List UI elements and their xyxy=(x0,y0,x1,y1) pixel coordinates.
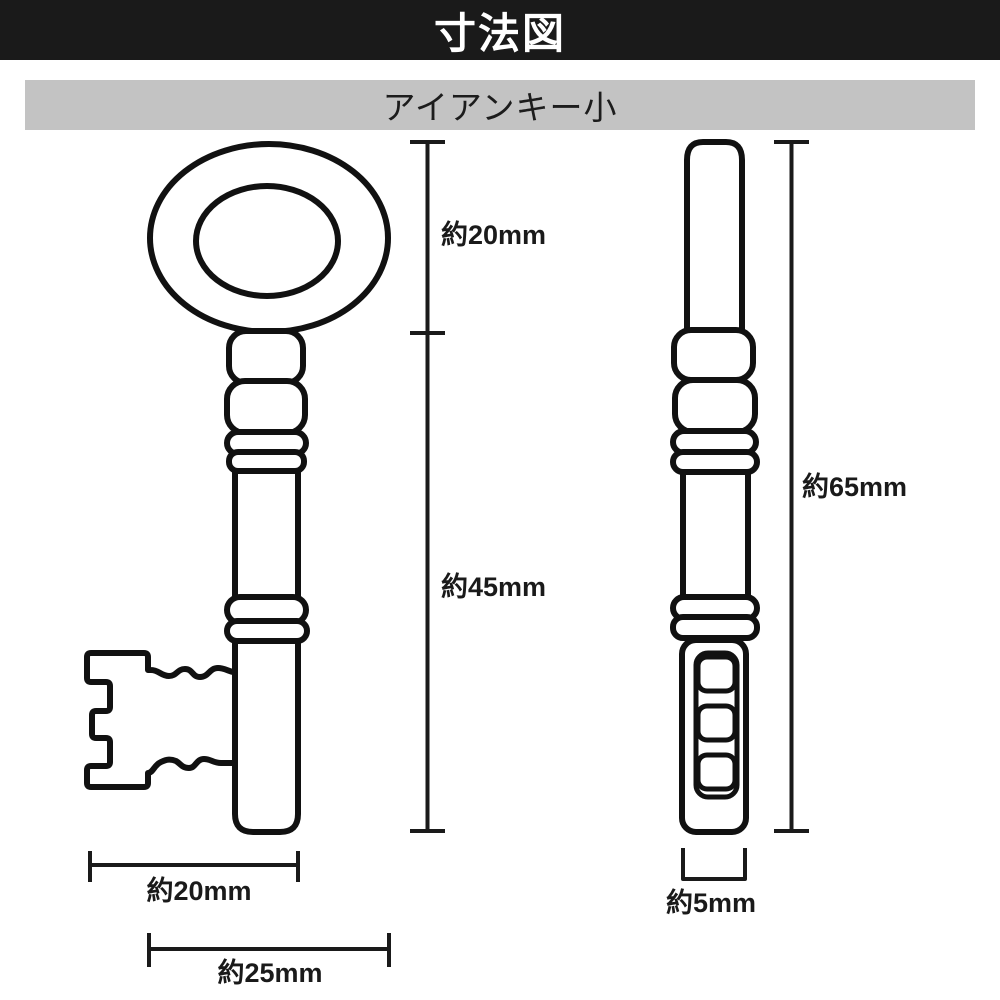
side-bow xyxy=(684,139,745,348)
page-title: 寸法図 xyxy=(433,9,566,57)
side-collar-2 xyxy=(672,377,758,435)
side-ring-lower-2 xyxy=(670,614,760,641)
thickness-dim-bracket xyxy=(681,848,747,881)
dim-label-thickness: 約5mm xyxy=(665,888,757,918)
front-collar-1 xyxy=(226,328,306,386)
dim-label-bow-width: 約25mm xyxy=(217,958,323,988)
product-name: アイアンキー小 xyxy=(382,89,618,126)
side-shaft xyxy=(680,457,751,618)
front-shaft xyxy=(232,455,301,835)
front-bow-inner xyxy=(193,183,341,299)
front-bit xyxy=(84,650,243,790)
side-bit-cut-1 xyxy=(695,654,738,694)
front-ring-upper-2 xyxy=(226,449,307,474)
product-name-bar: アイアンキー小 xyxy=(25,80,975,130)
side-ring-upper-2 xyxy=(670,449,760,475)
dimension-lines xyxy=(88,140,809,967)
front-collar-2 xyxy=(224,378,308,436)
front-ring-lower-2 xyxy=(224,618,310,644)
side-collar-1 xyxy=(671,327,756,383)
title-bar: 寸法図 xyxy=(0,0,1000,60)
side-view-drawing xyxy=(670,139,760,835)
side-bit-cut-2 xyxy=(695,703,738,743)
front-view-drawing xyxy=(84,141,391,835)
dim-label-total-height: 約65mm xyxy=(802,472,908,502)
dim-label-bit-width: 約20mm xyxy=(146,876,252,906)
dim-label-shaft-height: 約45mm xyxy=(441,572,547,602)
dim-label-bow-height: 約20mm xyxy=(441,220,547,250)
side-bit-cut-3 xyxy=(695,752,738,792)
